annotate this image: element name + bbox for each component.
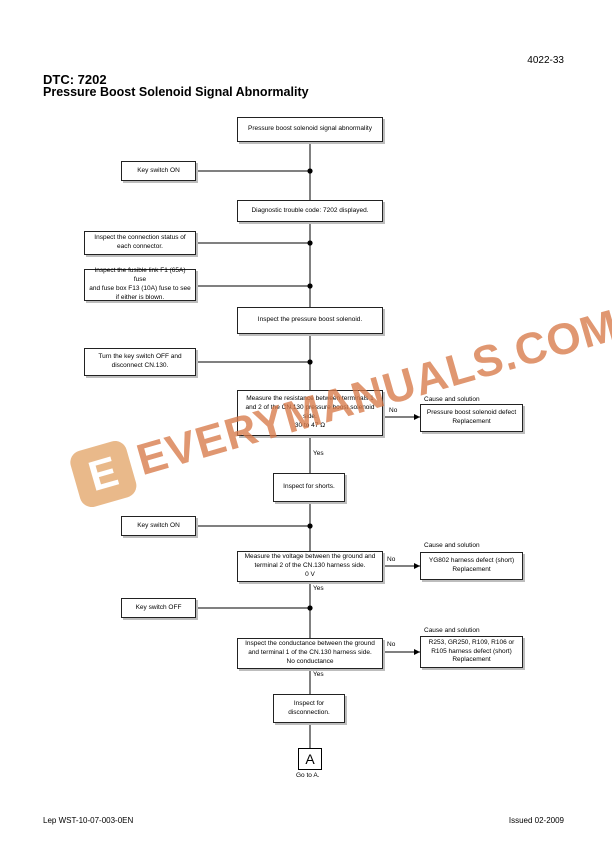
inspect-conductance-box: Inspect the conductance between the grou… [237, 638, 383, 669]
footer-issue-date: Issued 02-2009 [508, 816, 564, 825]
goto-a-label: Go to A. [296, 772, 320, 779]
cause-box-2: YG802 harness defect (short) Replacement [420, 552, 523, 580]
yes-label-3: Yes [313, 671, 324, 678]
cause-box-1: Pressure boost solenoid defect Replaceme… [420, 404, 523, 432]
inspect-disconnection-box: Inspect for disconnection. [273, 694, 345, 723]
no-label-1: No [389, 407, 398, 414]
yes-label-1: Yes [313, 450, 324, 457]
key-switch-on-box-2: Key switch ON [121, 516, 196, 536]
cause-heading-1: Cause and solution [424, 396, 480, 403]
inspect-fuses-box: Inspect the fusible link F1 (65A) fuse a… [84, 267, 196, 301]
inspect-shorts-box: Inspect for shorts. [273, 473, 345, 502]
key-switch-off-box: Key switch OFF [121, 598, 196, 618]
page-title: Pressure Boost Solenoid Signal Abnormali… [43, 85, 309, 99]
no-label-2: No [387, 556, 396, 563]
cause-heading-3: Cause and solution [424, 627, 480, 634]
dtc-code: DTC: 7202 [43, 72, 107, 87]
inspect-connectors-box: Inspect the connection status of each co… [84, 231, 196, 255]
yes-label-2: Yes [313, 585, 324, 592]
turn-off-disconnect-box: Turn the key switch OFF and disconnect C… [84, 348, 196, 376]
goto-a-box: A [298, 748, 322, 770]
key-switch-on-box: Key switch ON [121, 161, 196, 181]
page-number: 4022-33 [527, 55, 564, 66]
start-box: Pressure boost solenoid signal abnormali… [237, 117, 383, 142]
measure-resistance-box: Measure the resistance between terminals… [237, 390, 383, 436]
measure-voltage-box: Measure the voltage between the ground a… [237, 551, 383, 582]
code-displayed-box: Diagnostic trouble code: 7202 displayed. [237, 200, 383, 222]
no-label-3: No [387, 641, 396, 648]
cause-box-3: R253, GR250, R109, R106 or R105 harness … [420, 636, 523, 668]
footer-doc-id: Lep WST-10-07-003-0EN [43, 816, 134, 825]
inspect-solenoid-box: Inspect the pressure boost solenoid. [237, 307, 383, 334]
cause-heading-2: Cause and solution [424, 542, 480, 549]
